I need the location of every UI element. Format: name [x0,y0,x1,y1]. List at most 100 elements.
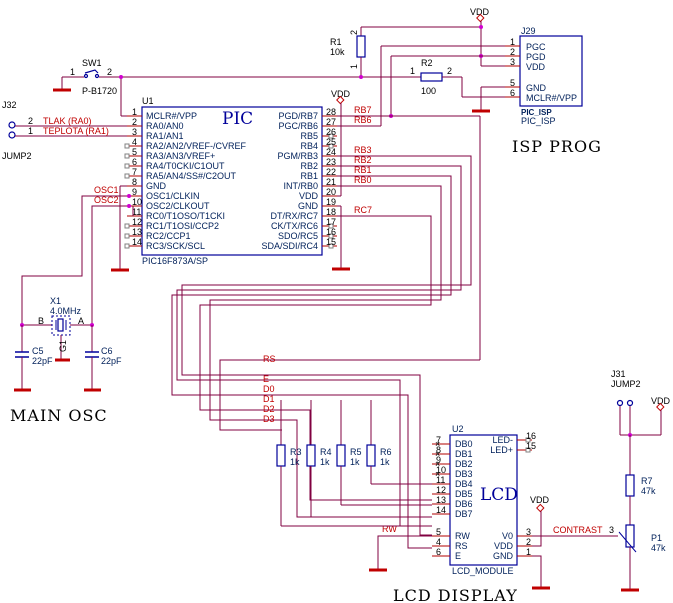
svg-text:3: 3 [510,57,515,67]
svg-text:U1: U1 [142,96,154,106]
u1-right-pins: 28PGD/RB727PGC/RB626RB525RB424PGM/RB323R… [261,107,337,251]
no-connect-marker [328,243,334,249]
u1-pin-name: RB4 [300,141,318,151]
svg-text:10k: 10k [330,47,345,57]
pullup-resistor-body [306,444,316,467]
c6-capacitor: C6 22pF [84,325,122,392]
u2-pin-name: DB3 [455,469,473,479]
vdd-top: VDD [470,7,520,67]
u2-pin-number: 3 [526,527,531,537]
no-connect-marker [328,233,334,239]
u1-pin-number: 2 [132,117,137,127]
u1-pin-name: RB1 [300,171,318,181]
no-connect-marker [525,437,531,443]
u1-pin-number: 17 [326,217,336,227]
svg-text:1: 1 [510,37,515,47]
net-label-rs: RS [263,354,276,364]
u1-pin-number: 23 [326,157,336,167]
u1-pin-number: 26 [326,127,336,137]
no-connect-marker [124,153,130,159]
u2-pin-name: DB7 [455,509,473,519]
u1-pin-name: RA5/AN4/SS#/C2OUT [146,171,237,181]
svg-text:22pF: 22pF [32,356,53,366]
u1-pin-number: 24 [326,147,336,157]
vdd-lcd: VDD [530,495,550,590]
u1-pin-number: 25 [326,137,336,147]
u1-pin-number: 5 [132,147,137,157]
net-label-tlak: TLAK (RA0) [43,116,92,126]
net-label-contrast: CONTRAST [553,525,603,535]
svg-text:2: 2 [510,47,515,57]
u1-pin-number: 13 [132,227,142,237]
no-connect-marker [525,447,531,453]
no-connect-marker [124,173,130,179]
u1-pin-name: RA0/AN0 [146,121,184,131]
u1-pin-name: RB5 [300,131,318,141]
u1-pin-name: GND [146,181,167,191]
svg-text:2: 2 [447,66,452,76]
u2-pin-number: 8 [436,445,441,455]
svg-text:RB2: RB2 [354,155,372,165]
u2-pin-name: VDD [494,541,514,551]
pullup-ref: R3 [290,447,302,457]
u2-pin-name: DB0 [455,439,473,449]
u2-pin-number: 12 [436,485,446,495]
svg-text:PIC_ISP: PIC_ISP [521,116,556,126]
u2-pin-name: RS [455,541,468,551]
svg-text:J29: J29 [521,26,536,36]
u1-pin-number: 20 [326,187,336,197]
u1-pin-number: 14 [132,237,142,247]
svg-text:C6: C6 [101,346,113,356]
u1-pin-number: 27 [326,117,336,127]
svg-text:47k: 47k [651,543,666,553]
svg-text:PIC_ISP: PIC_ISP [521,108,552,117]
u2-pin-name: E [455,551,461,561]
svg-text:RB0: RB0 [354,175,372,185]
svg-text:PIC16F873A/SP: PIC16F873A/SP [142,256,208,266]
u1-pin-name: RC1/T1OSI/CCP2 [146,221,219,231]
pullup-ref: R6 [380,447,392,457]
pullup-value: 1k [290,457,300,467]
no-connect-marker [328,133,334,139]
svg-text:PGD: PGD [526,52,546,62]
svg-text:R7: R7 [641,476,653,486]
pullup-resistor-body [366,444,376,467]
pullup-resistor-body [336,444,346,467]
net-label-d1: D1 [263,394,275,404]
u1-pin-name: PGC/RB6 [278,121,318,131]
u1-pin-number: 4 [132,137,137,147]
u1-pin-number: 19 [326,197,336,207]
u1-pin-name: MCLR#/VPP [146,111,197,121]
u2-pin-number: 13 [436,495,446,505]
no-connect-marker [328,223,334,229]
u1-pin-number: 11 [132,207,141,217]
svg-text:VDD: VDD [530,495,550,505]
u1-pin-number: 3 [132,127,137,137]
net-label-d0: D0 [263,384,275,394]
u2-pin-number: 6 [436,547,441,557]
u2-pin-number: 1 [526,547,531,557]
j31-jumper: J31 JUMP2 VDD [611,369,671,437]
svg-text:1: 1 [28,126,33,136]
u1-pin-name: CK/TX/RC6 [271,221,318,231]
pullup-value: 1k [320,457,330,467]
svg-text:VDD: VDD [526,62,546,72]
u2-pin-number: 4 [436,537,441,547]
svg-text:P1: P1 [651,533,662,543]
u2-pin-number: 14 [436,505,446,515]
u1-pin-name: SDA/SDI/RC4 [261,241,318,251]
svg-text:RC7: RC7 [354,205,372,215]
u1-pin-name: RA2/AN2/VREF-/CVREF [146,141,247,151]
pullup-ref: R5 [350,447,362,457]
sw1-ref: SW1 [82,58,102,68]
p1-potentiometer: P1 47k [618,524,666,592]
svg-text:1: 1 [410,66,415,76]
u2-pin-name: RW [455,531,470,541]
section-title-isp-prog: ISP PROG [512,137,602,156]
u1-pin-number: 15 [326,237,336,247]
u1-pin-name: PGM/RB3 [277,151,318,161]
